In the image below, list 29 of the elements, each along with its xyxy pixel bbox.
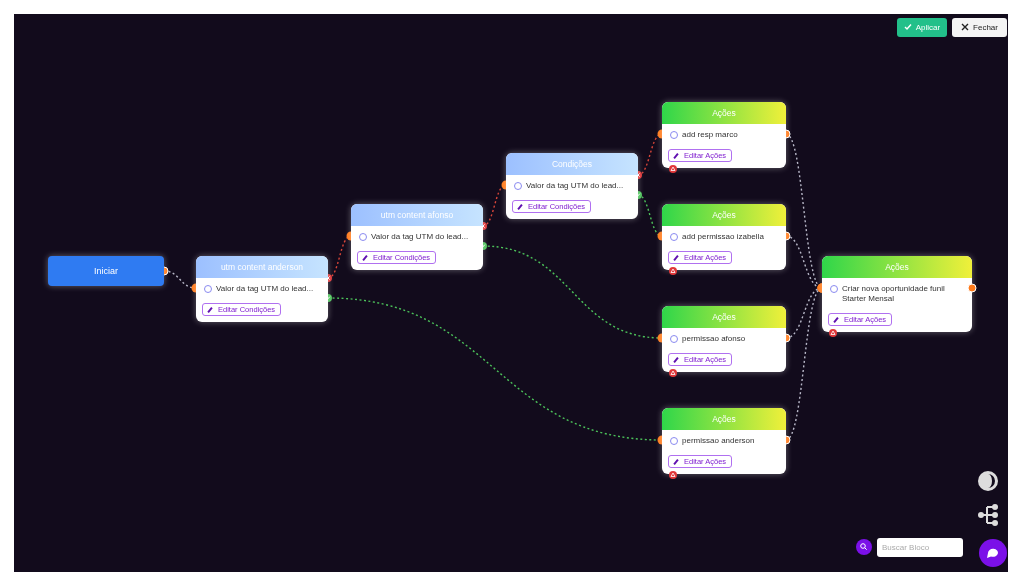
card-header: utm content anderson	[196, 256, 328, 278]
block-description: Valor da tag UTM do lead...	[216, 284, 315, 294]
search-input: Buscar Bloco	[877, 538, 963, 557]
action-card	[822, 256, 972, 332]
action-card	[662, 408, 786, 474]
close-button: Fechar	[952, 18, 1007, 37]
card-header: Ações	[662, 204, 786, 226]
block-description: Criar nova oportunidade funil Starter Mensal	[842, 284, 946, 304]
card-header: Ações	[662, 408, 786, 430]
block-description: add permissao izabella	[682, 232, 765, 242]
start-block	[48, 256, 164, 286]
card-header: Ações	[662, 306, 786, 328]
card-header: Condições	[506, 153, 638, 175]
block-title: Iniciar	[94, 266, 118, 276]
apply-button: Aplicar	[897, 18, 947, 37]
block-description: Valor da tag UTM do lead...	[526, 181, 625, 191]
condition-card	[351, 204, 483, 270]
card-header: Ações	[822, 256, 972, 278]
action-card	[662, 306, 786, 372]
block-description: Valor da tag UTM do lead...	[371, 232, 470, 242]
block-description: permissao anderson	[682, 436, 756, 446]
block-description: permissao afonso	[682, 334, 747, 344]
action-card	[662, 204, 786, 270]
condition-card	[506, 153, 638, 219]
card-header: utm content afonso	[351, 204, 483, 226]
block-description: add resp marco	[682, 130, 739, 140]
action-card	[662, 102, 786, 168]
card-header: Ações	[662, 102, 786, 124]
condition-card	[196, 256, 328, 322]
